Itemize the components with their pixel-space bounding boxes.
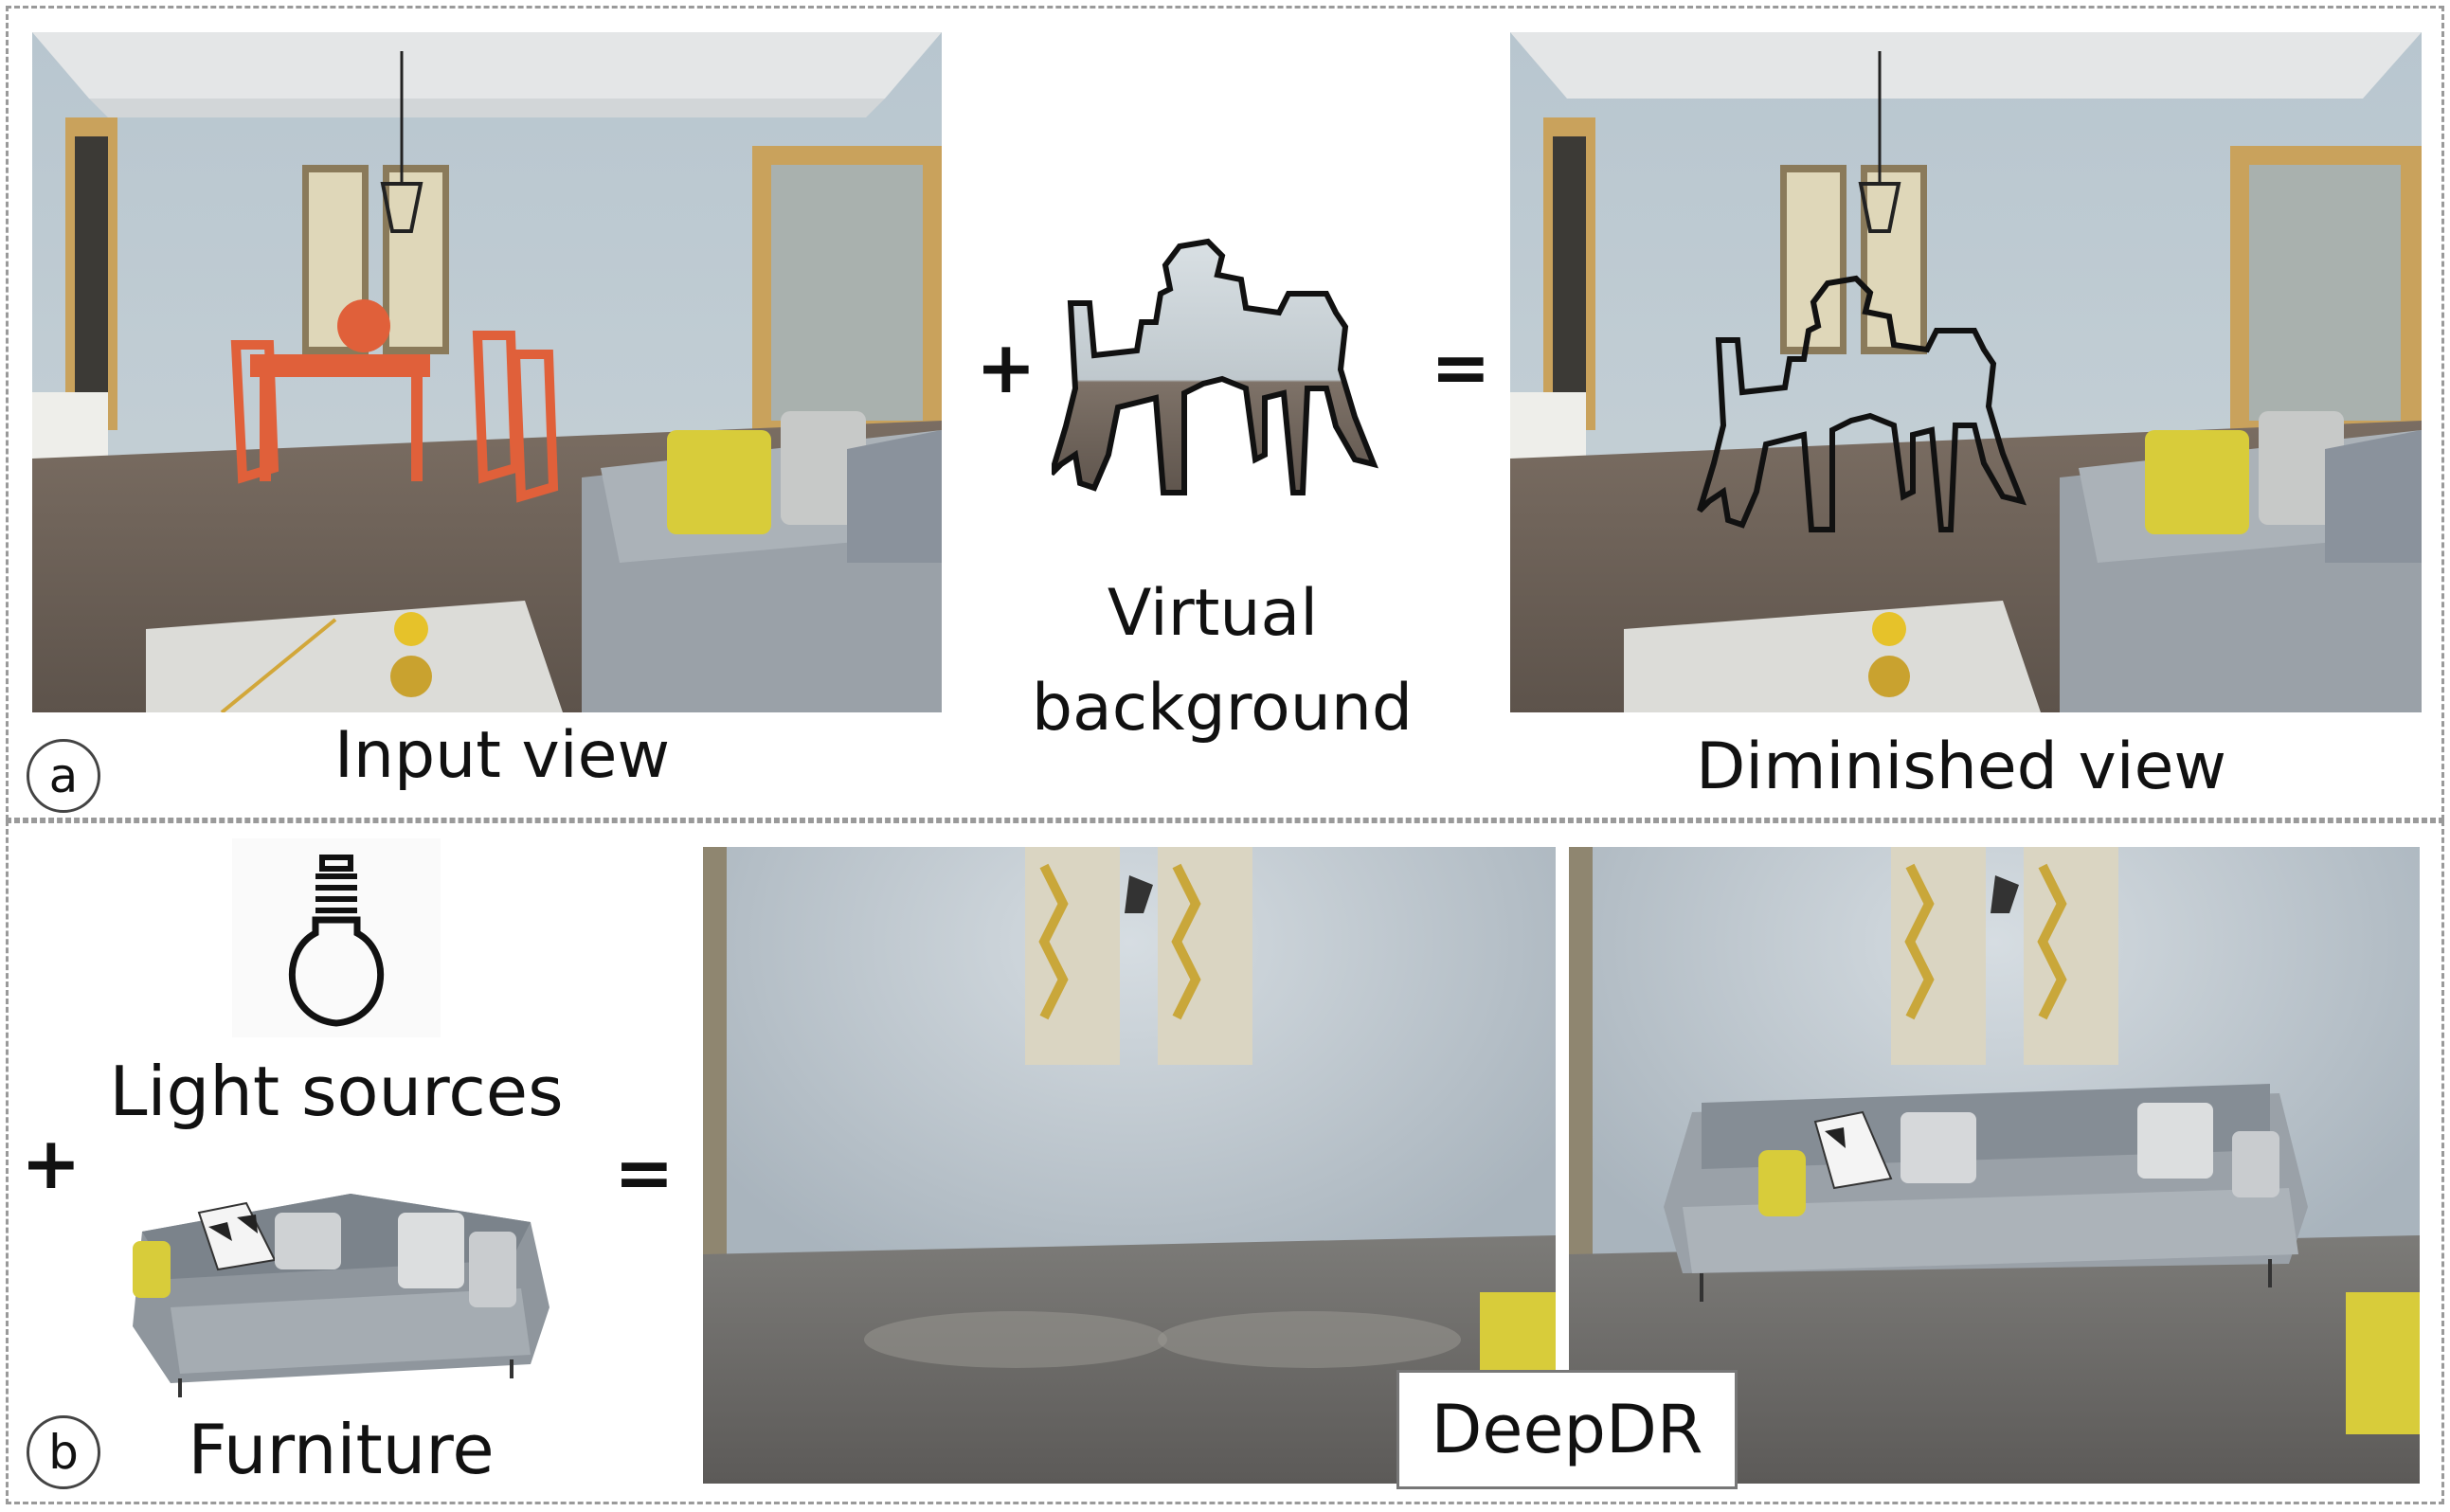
diminished-view-caption: Diminished view [1695,729,2227,804]
panel-a-border [6,6,2444,820]
panel-b-equals-sign: = [614,1130,675,1215]
panel-a-equals-sign: = [1431,325,1491,409]
virtual-background-silhouette [1052,237,1412,502]
sofa-inserted-render [1569,847,2420,1484]
panel-a-circle-label: a [27,739,100,813]
input-view-caption: Input view [333,718,671,793]
furniture-sofa-image [114,1175,559,1402]
light-bulb-icon [232,838,441,1037]
panel-b-circle-label: b [27,1415,100,1489]
furniture-caption: Furniture [188,1410,495,1489]
virtual-caption-line1: Virtual [1107,576,1319,651]
method-badge: DeepDR [1396,1370,1738,1489]
panel-b-plus-sign: + [21,1121,81,1205]
input-view-image [32,32,942,712]
virtual-caption-line2: background [1031,671,1414,746]
panel-a-plus-sign: + [976,325,1036,409]
panel-b-border [6,820,2444,1504]
light-sources-caption: Light sources [109,1052,564,1131]
diminished-view-image [1510,32,2422,712]
